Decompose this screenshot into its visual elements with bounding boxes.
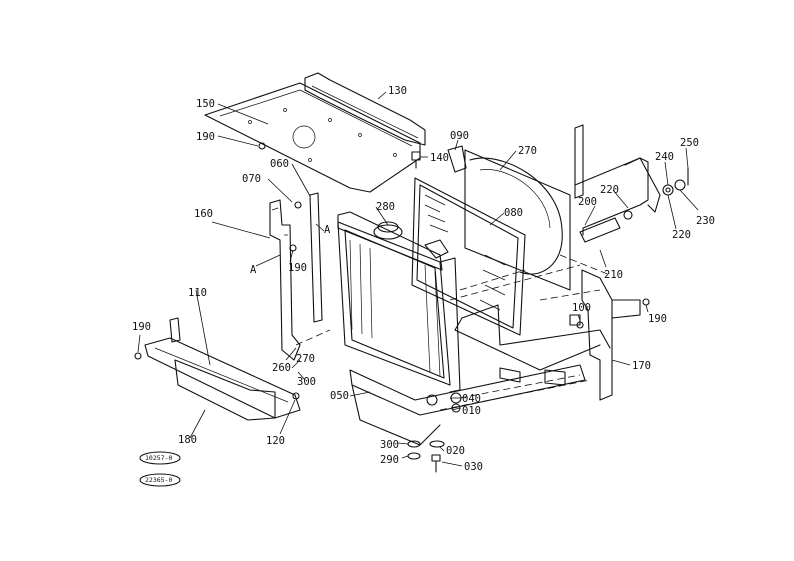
label-270-top: 270 <box>518 145 537 157</box>
label-220-bottom: 220 <box>672 229 691 241</box>
label-240: 240 <box>655 151 674 163</box>
label-300-mid: 300 <box>297 376 316 388</box>
side-panel-160 <box>269 199 301 361</box>
radiator-core-080 <box>411 177 526 336</box>
label-250: 250 <box>680 137 699 149</box>
label-100: 100 <box>572 302 591 314</box>
label-260: 260 <box>272 362 291 374</box>
label-280: 280 <box>376 201 395 213</box>
label-030: 030 <box>464 461 483 473</box>
label-060: 060 <box>270 158 289 170</box>
label-020: 020 <box>446 445 465 457</box>
label-070: 070 <box>242 173 261 185</box>
label-a-right: A <box>324 224 331 236</box>
label-220-top: 220 <box>600 184 619 196</box>
label-090: 090 <box>450 130 469 142</box>
label-300-bottom: 300 <box>380 439 399 451</box>
radiator-frame-base <box>295 254 611 446</box>
label-050: 050 <box>330 390 349 402</box>
label-210: 210 <box>604 269 623 281</box>
label-190-mid: 190 <box>288 262 307 274</box>
label-150: 150 <box>196 98 215 110</box>
label-170: 170 <box>632 360 651 372</box>
label-120: 120 <box>266 435 285 447</box>
label-180: 180 <box>178 434 197 446</box>
label-190-left: 190 <box>132 321 151 333</box>
label-010: 010 <box>462 405 481 417</box>
label-270-bottom: 270 <box>296 353 315 365</box>
top-bracket-130 <box>304 72 426 146</box>
top-cover-plate-150 <box>204 82 421 193</box>
stamp-code-1: 10257-0 <box>145 454 172 462</box>
reference-stamps: 10257-0 22365-0 <box>139 451 181 487</box>
label-230: 230 <box>696 215 715 227</box>
bracket-assembly-200 <box>574 124 689 243</box>
bracket-090 <box>447 145 467 173</box>
label-160: 160 <box>194 208 213 220</box>
label-110: 110 <box>188 287 207 299</box>
label-a-left: A <box>250 264 257 276</box>
label-080: 080 <box>504 207 523 219</box>
callout-labels: 130 150 190 060 070 140 090 270 250 240 … <box>132 85 715 473</box>
label-140: 140 <box>430 152 449 164</box>
label-200: 200 <box>578 196 597 208</box>
lower-shield-180 <box>174 359 276 421</box>
leader-lines <box>137 91 699 467</box>
bolt-140 <box>411 151 421 169</box>
label-040: 040 <box>462 393 481 405</box>
label-190-right: 190 <box>648 313 667 325</box>
radiator-assembly <box>337 211 461 393</box>
bottom-baffle-110 <box>144 317 301 419</box>
label-290: 290 <box>380 454 399 466</box>
label-190-top: 190 <box>196 131 215 143</box>
fan-shroud-270 <box>464 149 571 291</box>
stamp-code-2: 22365-0 <box>145 476 172 484</box>
vertical-strip-060 <box>289 192 323 323</box>
label-130: 130 <box>388 85 407 97</box>
